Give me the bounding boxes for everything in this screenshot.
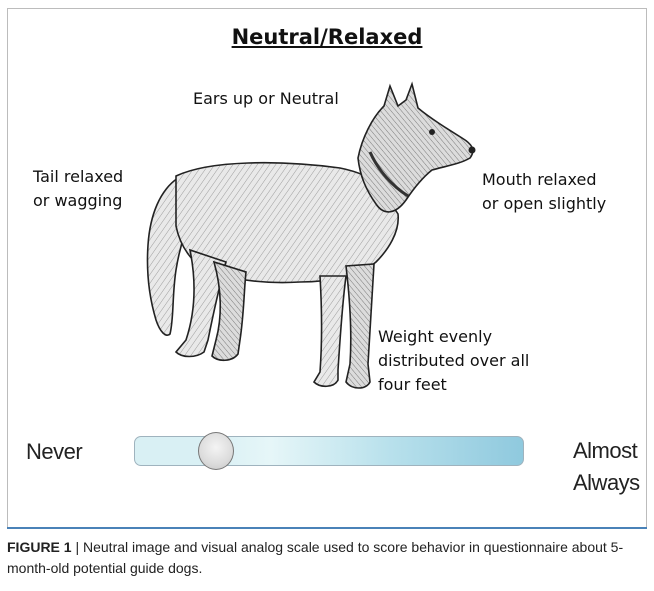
caption-separator: |	[72, 539, 83, 555]
visual-analog-scale-track[interactable]	[134, 436, 524, 466]
dog-front-leg-right	[346, 264, 374, 388]
dog-nose	[469, 147, 476, 154]
caption-text: Neutral image and visual analog scale us…	[7, 539, 623, 576]
dog-eye	[429, 129, 435, 135]
caption-divider	[7, 527, 647, 529]
caption-label: FIGURE 1	[7, 539, 72, 555]
dog-head	[358, 84, 473, 212]
dog-back-leg-right	[212, 262, 246, 360]
dog-front-leg-left	[314, 276, 346, 386]
scale-almost-always-label: Almost Always	[573, 435, 640, 499]
scale-never-label: Never	[26, 436, 82, 468]
figure-caption: FIGURE 1 | Neutral image and visual anal…	[7, 537, 647, 579]
visual-analog-scale-thumb[interactable]	[198, 432, 234, 470]
